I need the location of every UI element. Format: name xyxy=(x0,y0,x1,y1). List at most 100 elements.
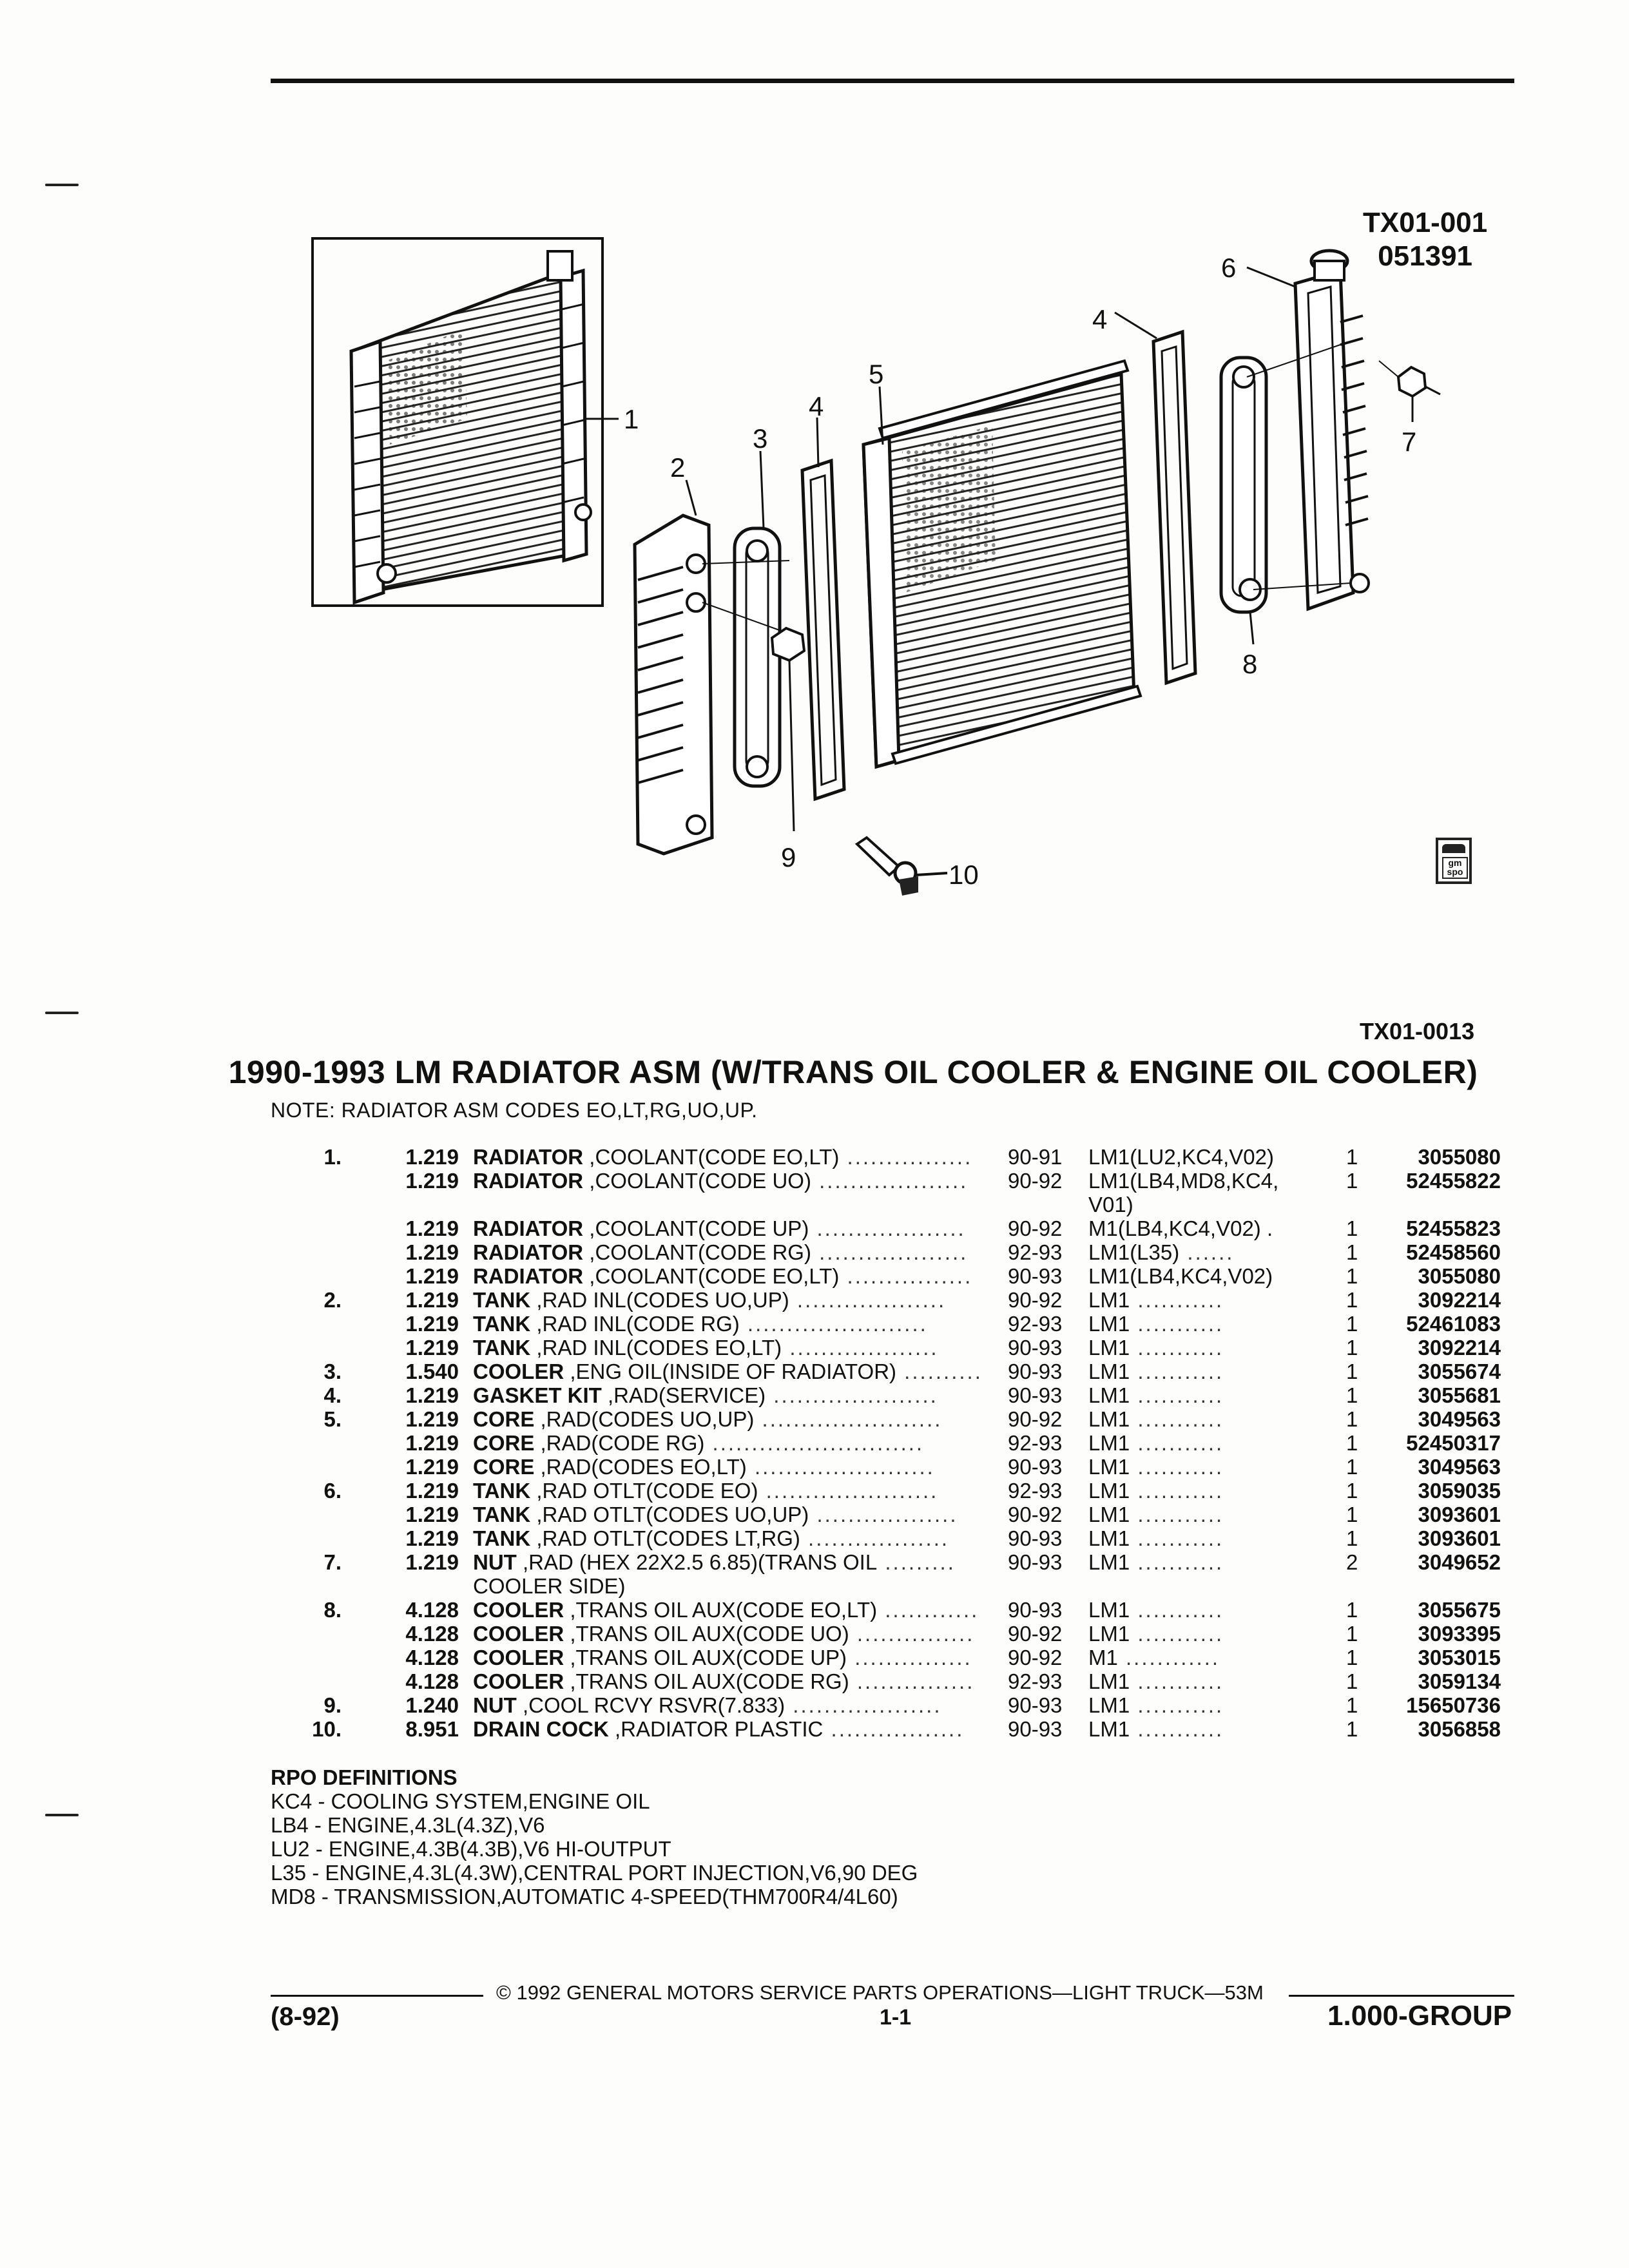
radiator-exploded-diagram: 1 2 3 4 9 xyxy=(311,237,1441,896)
part-number: 3049563 xyxy=(1418,1455,1501,1479)
description: COOLER ,TRANS OIL AUX(CODE RG) .........… xyxy=(473,1669,1008,1693)
quantity: 1 xyxy=(1346,1455,1358,1479)
usage-code: LM1(LB4,MD8,KC4, xyxy=(1088,1169,1279,1193)
dot-leader: ................... xyxy=(789,1288,947,1312)
table-row: 4.128 COOLER ,TRANS OIL AUX(CODE RG) ....… xyxy=(271,1669,1501,1693)
inlet-tank xyxy=(633,514,714,856)
part-number: 3049563 xyxy=(1418,1407,1501,1431)
group-number: 1.219 xyxy=(405,1479,459,1503)
dot-leader: ........................... xyxy=(704,1431,925,1455)
ref-number xyxy=(271,1336,388,1360)
model-years: 90-93 xyxy=(1008,1693,1063,1717)
dot-leader: ..................... xyxy=(766,1383,938,1407)
dot-leader: ........... xyxy=(1130,1550,1224,1574)
description: COOLER SIDE) xyxy=(473,1574,1008,1598)
part-name: NUT xyxy=(473,1693,517,1717)
usage-code: LM1 xyxy=(1088,1503,1130,1526)
quantity: 1 xyxy=(1346,1240,1358,1264)
group-number: 4.128 xyxy=(405,1622,459,1646)
part-number: 3059035 xyxy=(1418,1479,1501,1503)
margin-mark xyxy=(45,184,79,186)
quantity: 1 xyxy=(1346,1669,1358,1693)
callout-2: 2 xyxy=(670,452,685,483)
dot-leader: ............... xyxy=(849,1622,975,1646)
quantity: 1 xyxy=(1346,1717,1358,1741)
nut-coolant-recovery xyxy=(770,626,806,662)
dot-leader: ........... xyxy=(1130,1431,1224,1455)
callout-4: 4 xyxy=(809,391,824,421)
description: CORE ,RAD(CODES EO,LT) .................… xyxy=(473,1455,1008,1479)
part-number: 3059134 xyxy=(1418,1669,1501,1693)
part-description: ,COOLANT(CODE EO,LT) xyxy=(589,1264,840,1288)
group-number: 4.128 xyxy=(405,1598,459,1622)
radiator-core xyxy=(862,359,1142,769)
callout-1: 1 xyxy=(624,404,639,434)
ref-number xyxy=(271,1193,388,1216)
usage-code: LM1 xyxy=(1088,1431,1130,1455)
dot-leader: ................. xyxy=(823,1717,965,1741)
usage: LM1 ........... xyxy=(1088,1431,1340,1455)
group-number: 1.219 xyxy=(405,1169,459,1193)
usage: LM1 ........... xyxy=(1088,1717,1340,1741)
part-number: 15650736 xyxy=(1406,1693,1501,1717)
callout-3: 3 xyxy=(753,423,767,454)
figure-id: TX01-001 051391 xyxy=(1363,206,1487,273)
description: TANK ,RAD OTLT(CODE EO) ................… xyxy=(473,1479,1008,1503)
dot-leader: .................. xyxy=(800,1526,950,1550)
group-number: 1.540 xyxy=(405,1360,459,1383)
model-years xyxy=(1008,1193,1088,1216)
dot-leader: ............ xyxy=(877,1598,979,1622)
dot-leader: ................... xyxy=(785,1693,942,1717)
usage-code: LM1 xyxy=(1088,1383,1130,1407)
figure-id-line2: 051391 xyxy=(1378,240,1473,272)
outlet-tank xyxy=(1293,249,1370,611)
callout-6: 6 xyxy=(1221,253,1236,283)
dot-leader: ........... xyxy=(1130,1312,1224,1336)
part-description: ,RAD(CODES UO,UP) xyxy=(540,1407,755,1431)
top-rule xyxy=(271,79,1514,83)
callout-8: 8 xyxy=(1242,649,1257,679)
gasket-left xyxy=(800,458,846,802)
description: NUT ,RAD (HEX 22X2.5 6.85)(TRANS OIL ...… xyxy=(473,1550,1008,1574)
usage-code: M1(LB4,KC4,V02) . xyxy=(1088,1216,1273,1240)
ref-number: 9. xyxy=(323,1693,342,1717)
description: RADIATOR ,COOLANT(CODE EO,LT) ..........… xyxy=(473,1145,1008,1169)
part-number: 52455823 xyxy=(1406,1216,1501,1240)
usage: M1(LB4,KC4,V02) . xyxy=(1088,1216,1340,1240)
part-description: ,TRANS OIL AUX(CODE UO) xyxy=(570,1622,849,1646)
page-title: 1990-1993 LM RADIATOR ASM (W/TRANS OIL C… xyxy=(0,1053,1629,1091)
description: TANK ,RAD INL(CODE RG) .................… xyxy=(473,1312,1008,1336)
part-number: 3093395 xyxy=(1418,1622,1501,1646)
group-number: 1.219 xyxy=(405,1407,459,1431)
ref-number: 4. xyxy=(323,1383,342,1407)
part-name: CORE xyxy=(473,1407,535,1431)
ref-number: 7. xyxy=(323,1550,342,1574)
group-number: 1.240 xyxy=(405,1693,459,1717)
dot-leader: ........... xyxy=(1130,1669,1224,1693)
group-number: 1.219 xyxy=(405,1550,459,1574)
callout-10: 10 xyxy=(949,860,979,890)
dot-leader: ................ xyxy=(839,1264,973,1288)
part-number: 52450317 xyxy=(1406,1431,1501,1455)
group-number: 1.219 xyxy=(405,1503,459,1526)
part-name: RADIATOR xyxy=(473,1264,584,1288)
part-description: ,RAD OTLT(CODES UO,UP) xyxy=(536,1503,809,1526)
dot-leader: ........... xyxy=(1130,1455,1224,1479)
part-name: TANK xyxy=(473,1288,531,1312)
rpo-item: L35 - ENGINE,4.3L(4.3W),CENTRAL PORT INJ… xyxy=(271,1861,918,1885)
footer-rule xyxy=(1289,1995,1514,1997)
part-name: GASKET KIT xyxy=(473,1383,602,1407)
rpo-item: KC4 - COOLING SYSTEM,ENGINE OIL xyxy=(271,1789,650,1813)
footer-group: 1.000-GROUP xyxy=(1327,2000,1512,2032)
dot-leader: ................... xyxy=(782,1336,939,1360)
ref-number xyxy=(271,1312,388,1336)
group-number: 4.128 xyxy=(405,1669,459,1693)
part-name: DRAIN COCK xyxy=(473,1717,609,1741)
